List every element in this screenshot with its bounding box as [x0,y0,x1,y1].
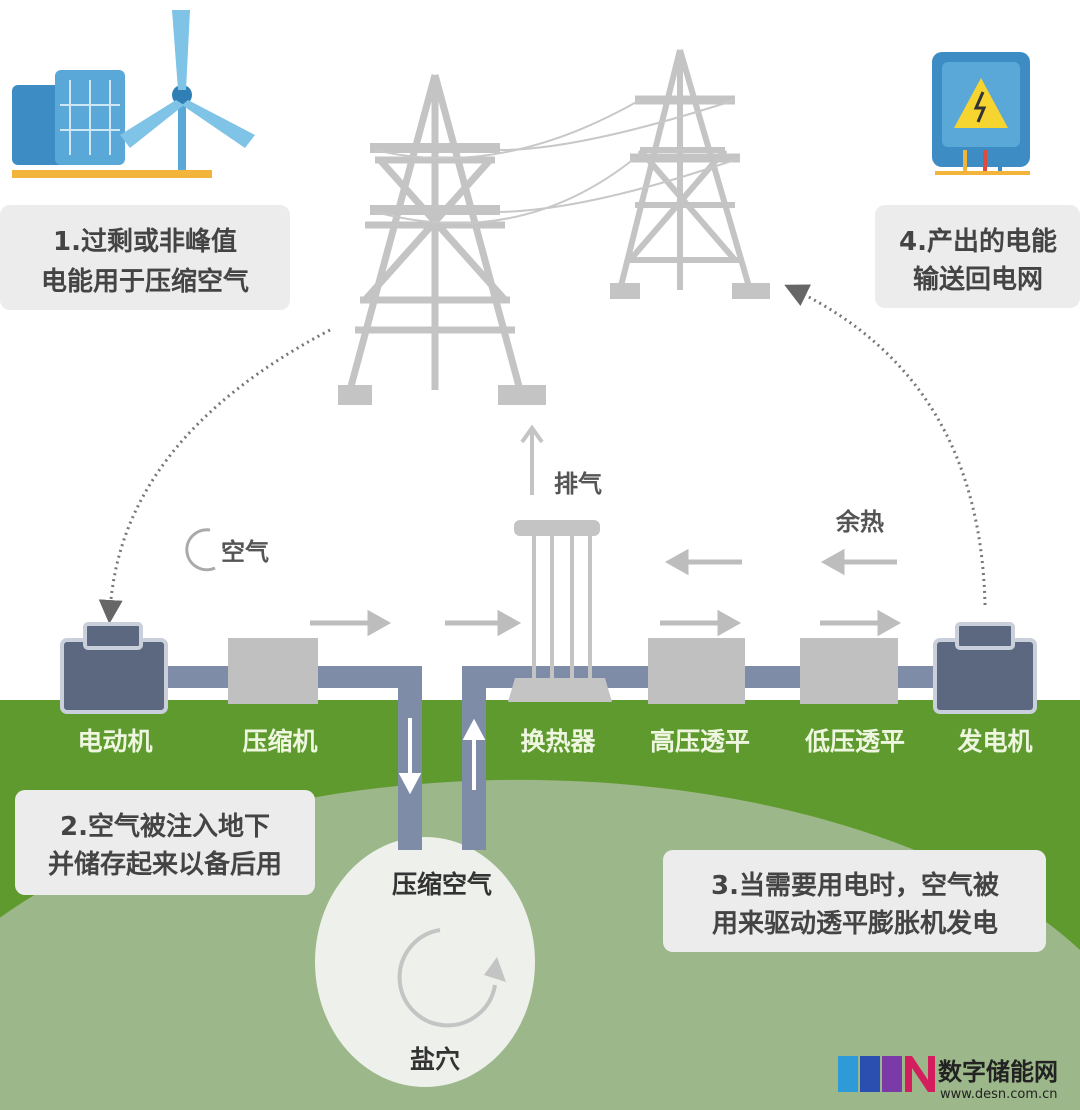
power-lines [374,99,741,225]
salt-cavern [315,837,535,1087]
step1-line2: 电能用于压缩空气 [41,266,249,297]
exhaust-label: 排气 [554,470,602,498]
step4-box [875,205,1080,308]
solar-wind-icon [12,10,255,178]
high-pressure-turbine [648,638,745,704]
low-pressure-turbine [800,638,898,704]
step2-line2: 并储存起来以备后用 [48,849,282,880]
transmission-tower-right [617,49,753,291]
waste-heat-label: 余热 [835,508,884,536]
motor [60,622,168,714]
step4-line2: 输送回电网 [913,264,1043,295]
dotted-arrow-to-motor [98,328,331,624]
generator-label: 发电机 [956,727,1032,756]
pipe [462,830,486,850]
desn-logo: 数字储能网 www.desn.com.cn [838,1056,1058,1102]
flow-arrows [310,548,902,637]
high-pressure-turbine-label: 高压透平 [650,727,750,756]
tower-foot [610,283,640,299]
transmission-tower-left [346,74,524,391]
step3-line1: 3.当需要用电时，空气被 [711,870,999,901]
step2-line1: 2.空气被注入地下 [60,811,270,842]
air-label: 空气 [221,538,269,566]
step2-box [15,790,315,895]
logo-url: www.desn.com.cn [940,1087,1058,1102]
exhaust-arrow [520,424,544,495]
heat-exchanger-label: 换热器 [520,727,596,756]
power-panel-icon [932,52,1030,175]
pipe-flow-arrows [398,718,486,795]
air-swirl-icon [185,528,216,572]
step1-box [0,205,290,310]
motor-label: 电动机 [77,727,152,756]
heat-exchanger [508,520,612,702]
dotted-arrow-to-grid [784,284,987,606]
step3-line2: 用来驱动透平膨胀机发电 [712,908,998,939]
step4-line1: 4.产出的电能 [899,226,1057,257]
tower-foot [498,385,546,405]
step3-box [663,850,1046,952]
swirl-arrow-icon [397,928,497,1028]
swirl-arrowhead [484,957,506,982]
generator [933,622,1037,714]
low-pressure-turbine-label: 低压透平 [804,727,905,756]
salt-cavern-label: 盐穴 [410,1045,460,1074]
tower-foot [338,385,372,405]
compressor-label: 压缩机 [242,727,317,756]
step1-line1: 1.过剩或非峰值 [53,227,237,257]
logo-name: 数字储能网 [938,1058,1058,1086]
compressed-air-label: 压缩空气 [392,870,492,899]
pipe [398,830,422,850]
tower-foot [732,283,770,299]
compressor [228,638,318,704]
